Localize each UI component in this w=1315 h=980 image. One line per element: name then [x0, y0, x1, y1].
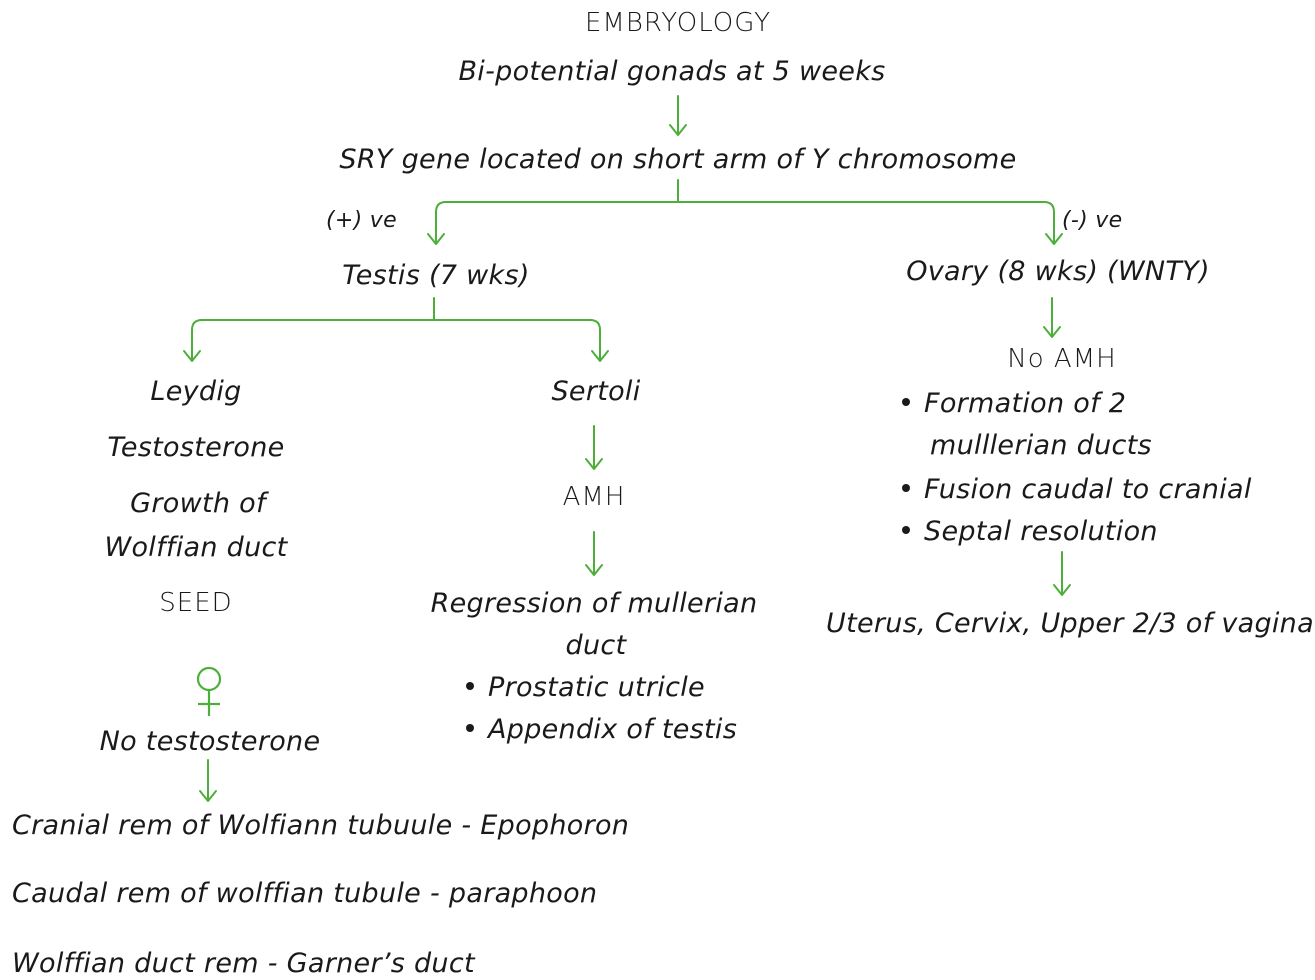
leydig-node: Leydig [150, 376, 242, 407]
seed-node: SEED [159, 588, 233, 618]
bullet-text: Formation of 2 [924, 388, 1127, 419]
bullet-formation-line-2: mulllerian ducts [930, 430, 1152, 461]
no-amh-node: No AMH [1007, 344, 1117, 374]
bullet-text: Septal resolution [924, 516, 1158, 547]
ovary-result-node: Uterus, Cervix, Upper 2/3 of vagina [826, 608, 1314, 639]
bullet-prostatic-utricle: Prostatic utricle [466, 674, 705, 701]
bullet-text: Prostatic utricle [488, 672, 705, 703]
ovary-node: Ovary (8 wks) (WNTY) [906, 256, 1210, 287]
regression-line-1: Regression of mullerian [430, 588, 758, 619]
testis-node: Testis (7 wks) [342, 260, 530, 291]
sry-node: SRY gene located on short arm of Y chrom… [339, 144, 1017, 175]
negative-branch-label: (-) ve [1062, 208, 1123, 233]
bullet-septal: Septal resolution [902, 518, 1158, 545]
regression-line-2: duct [565, 630, 627, 661]
bullet-text: Appendix of testis [488, 714, 738, 745]
bullet-formation: Formation of 2 [902, 390, 1126, 417]
sertoli-node: Sertoli [551, 376, 641, 407]
diagram-title: EMBRYOLOGY [585, 8, 771, 38]
growth-line-1: Growth of [130, 488, 266, 519]
bullet-fusion: Fusion caudal to cranial [902, 476, 1252, 503]
bullet-text: Fusion caudal to cranial [924, 474, 1252, 505]
remnant-cranial: Cranial rem of Wolfiann tubuule - Epopho… [12, 810, 630, 841]
remnant-wolffian-duct: Wolffian duct rem - Garner’s duct [12, 948, 475, 979]
testosterone-node: Testosterone [107, 432, 285, 463]
female-symbol-icon [196, 666, 222, 716]
remnant-caudal: Caudal rem of wolffian tubule - paraphoo… [12, 878, 598, 909]
no-testosterone-node: No testosterone [99, 726, 321, 757]
amh-node: AMH [562, 482, 626, 512]
growth-line-2: Wolffian duct [104, 532, 288, 563]
bullet-appendix-testis: Appendix of testis [466, 716, 737, 743]
positive-branch-label: (+) ve [326, 208, 397, 233]
root-node: Bi-potential gonads at 5 weeks [458, 56, 886, 87]
